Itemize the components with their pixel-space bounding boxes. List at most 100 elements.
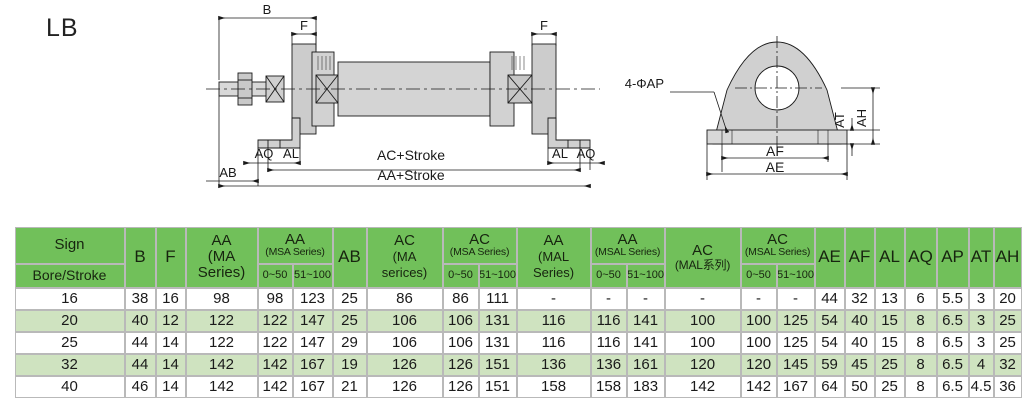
header-aa-msa-low: 0~50 bbox=[257, 263, 293, 288]
header-ac-msal-low: 0~50 bbox=[740, 263, 778, 288]
cell-aa_msa_low: 98 bbox=[257, 287, 293, 310]
cell-bore: 25 bbox=[14, 331, 125, 354]
cell-aa_msal_low: 158 bbox=[590, 375, 628, 398]
cell-ac_msal_low: 120 bbox=[740, 353, 778, 376]
header-at: AT bbox=[968, 226, 995, 288]
cell-af: 40 bbox=[844, 331, 876, 354]
dim-label-aq-right: AQ bbox=[577, 146, 596, 161]
cell-aa_msa_high: 147 bbox=[291, 309, 334, 332]
cell-at: 3 bbox=[968, 287, 995, 310]
cell-ac_mal: 142 bbox=[664, 375, 742, 398]
cell-aq: 8 bbox=[904, 375, 938, 398]
cell-ac_ma: 86 bbox=[366, 287, 444, 310]
dim-label-aa-stroke: AA+Stroke bbox=[377, 167, 445, 183]
cell-f: 16 bbox=[155, 287, 186, 310]
dim-label-al-right: AL bbox=[552, 146, 568, 161]
header-ac-msal: AC (MSAL Series) bbox=[740, 226, 816, 264]
header-sign: Sign bbox=[14, 226, 125, 264]
cell-af: 45 bbox=[844, 353, 876, 376]
drawing-title: LB bbox=[46, 14, 79, 42]
cell-ac_msal_high: 125 bbox=[776, 331, 816, 354]
header-ac-mal: AC (MAL系列) bbox=[664, 226, 742, 288]
cell-aq: 8 bbox=[904, 309, 938, 332]
header-ah: AH bbox=[993, 226, 1023, 288]
cell-ah: 25 bbox=[993, 331, 1023, 354]
header-aa-mal: AA (MAL Series) bbox=[516, 226, 592, 288]
cell-aa_msal_high: 141 bbox=[626, 331, 666, 354]
cell-ac_msal_high: - bbox=[776, 287, 816, 310]
cell-ac_msa_low: 106 bbox=[442, 331, 480, 354]
cell-al: 15 bbox=[874, 331, 906, 354]
cell-aa_msal_low: 136 bbox=[590, 353, 628, 376]
dim-label-af: AF bbox=[766, 143, 784, 159]
front-view-geometry bbox=[206, 43, 600, 149]
cell-af: 32 bbox=[844, 287, 876, 310]
header-f: F bbox=[155, 226, 186, 288]
cell-ac_msa_high: 151 bbox=[478, 375, 518, 398]
technical-drawing: LB bbox=[46, 2, 880, 189]
cell-aa_msa_low: 142 bbox=[257, 353, 293, 376]
header-ae: AE bbox=[814, 226, 846, 288]
cell-bore: 40 bbox=[14, 375, 125, 398]
cell-at: 4 bbox=[968, 353, 995, 376]
header-ac-msal-high: 51~100 bbox=[776, 263, 816, 288]
cell-bore: 20 bbox=[14, 309, 125, 332]
header-aa-msa: AA (MSA Series) bbox=[256, 226, 334, 264]
cell-ac_mal: 100 bbox=[664, 331, 742, 354]
cell-al: 15 bbox=[874, 309, 906, 332]
header-ap: AP bbox=[936, 226, 970, 288]
cell-ac_ma: 126 bbox=[366, 353, 444, 376]
cell-aa_msa_high: 167 bbox=[291, 353, 334, 376]
cell-ae: 59 bbox=[814, 353, 846, 376]
cell-b: 46 bbox=[124, 375, 156, 398]
cell-aa_msal_high: - bbox=[626, 287, 666, 310]
header-aa-msal: AA (MSAL Series) bbox=[590, 226, 666, 264]
header-ac-msa-high: 51~100 bbox=[478, 263, 518, 288]
cell-aa_msa_low: 142 bbox=[257, 375, 293, 398]
cell-at: 3 bbox=[968, 309, 995, 332]
cell-ah: 25 bbox=[993, 309, 1023, 332]
dim-label-b: B bbox=[263, 2, 272, 17]
dim-label-f-right: F bbox=[540, 18, 548, 33]
header-aa-ma: AA (MA Series) bbox=[185, 226, 258, 288]
header-aa-msal-low: 0~50 bbox=[590, 263, 628, 288]
header-b: B bbox=[124, 226, 156, 288]
cell-ac_msal_high: 145 bbox=[776, 353, 816, 376]
cell-aa_mal: 116 bbox=[516, 309, 592, 332]
cell-aa_msal_high: 161 bbox=[626, 353, 666, 376]
cell-ah: 36 bbox=[993, 375, 1023, 398]
cell-aa_mal: 158 bbox=[516, 375, 592, 398]
cell-ab: 25 bbox=[332, 309, 368, 332]
cell-ap: 6.5 bbox=[936, 331, 970, 354]
header-aq: AQ bbox=[904, 226, 938, 288]
side-view-geometry bbox=[670, 36, 880, 180]
drawing-canvas: B F F AQ AL AL AQ AB AC+Stroke AA+Stroke bbox=[206, 2, 880, 189]
cell-aa_ma: 122 bbox=[185, 331, 258, 354]
cell-aa_mal: - bbox=[516, 287, 592, 310]
header-ac-msa: AC (MSA Series) bbox=[442, 226, 518, 264]
dim-label-aq-left: AQ bbox=[255, 146, 274, 161]
cell-bore: 32 bbox=[14, 353, 125, 376]
cell-ac_msal_low: - bbox=[740, 287, 778, 310]
dim-label-holes: 4-ΦAP bbox=[625, 76, 664, 91]
cell-aa_msal_low: - bbox=[590, 287, 628, 310]
front-view-dimensions bbox=[206, 15, 605, 189]
cell-aq: 8 bbox=[904, 353, 938, 376]
cell-ac_msa_high: 151 bbox=[478, 353, 518, 376]
cell-ap: 6.5 bbox=[936, 309, 970, 332]
cell-ac_msal_low: 100 bbox=[740, 331, 778, 354]
cell-b: 40 bbox=[124, 309, 156, 332]
cell-ac_ma: 106 bbox=[366, 331, 444, 354]
dim-label-al-left: AL bbox=[283, 146, 299, 161]
header-al: AL bbox=[874, 226, 906, 288]
cell-ae: 54 bbox=[814, 331, 846, 354]
cell-bore: 16 bbox=[14, 287, 125, 310]
header-af: AF bbox=[844, 226, 876, 288]
specification-table: Sign B F AA (MA Series) AA (MSA Series) … bbox=[14, 226, 1023, 398]
cell-ab: 29 bbox=[332, 331, 368, 354]
header-aa-msa-high: 51~100 bbox=[291, 263, 334, 288]
cell-aa_msa_low: 122 bbox=[257, 331, 293, 354]
